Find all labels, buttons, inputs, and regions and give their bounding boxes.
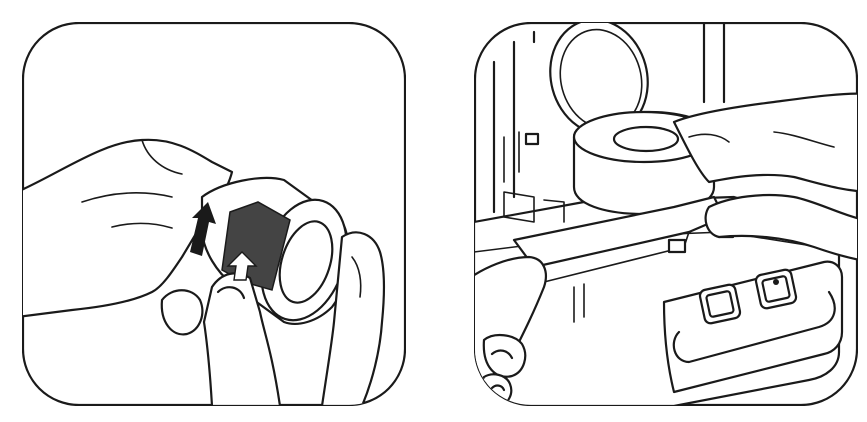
left-hand [475,255,547,405]
label-roll-core [278,220,334,304]
illustration-panel-peel [22,22,406,406]
power-button [698,283,742,325]
load-illustration [474,22,858,406]
right-hand [672,92,857,194]
illustration-panel-load [474,22,858,406]
left-fingertip [479,373,513,405]
printer-handle [672,290,836,364]
arrow-up-icon [190,202,216,256]
peel-illustration [22,22,406,406]
thumb-nail [216,286,246,300]
printer-back-wall [492,23,726,214]
pointer-finger [160,289,204,336]
right-thumb [320,231,386,405]
feed-button [754,268,798,310]
right-fingers [704,193,857,264]
arrow-up-icon-2 [226,251,258,281]
left-thumb [482,334,527,378]
label-roll-core [612,125,680,153]
